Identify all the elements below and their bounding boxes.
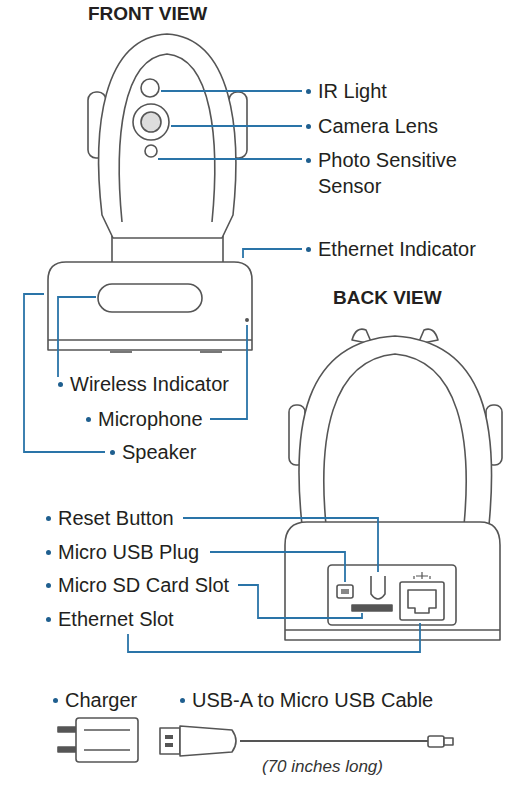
leader-line: [243, 249, 302, 258]
part-label: Photo Sensitive Sensor: [318, 147, 496, 199]
bullet-dot: [180, 698, 185, 703]
microphone-hole: [246, 319, 248, 321]
part-label: USB-A to Micro USB Cable: [192, 689, 433, 711]
plug-prong: [58, 727, 76, 732]
plug-prong: [58, 747, 76, 752]
micro-usb-body: [428, 736, 444, 747]
camera-head: [299, 336, 492, 525]
bullet-dot: [306, 158, 311, 163]
wireless-indicator-light: [98, 284, 202, 312]
label-text: BACK VIEW: [333, 287, 442, 308]
usb-a-body: [180, 726, 236, 756]
bullet-dot: [86, 417, 91, 422]
bullet-dot: [46, 583, 51, 588]
camera-head: [99, 34, 236, 238]
part-label: Wireless Indicator: [70, 373, 229, 395]
label-text: Photo Sensitive Sensor: [318, 149, 457, 197]
view-heading: FRONT VIEW: [88, 3, 207, 25]
foot: [200, 351, 222, 353]
label-text: USB-A to Micro USB Cable: [192, 689, 433, 711]
usb-a-plug: [160, 728, 180, 754]
charger-body: [76, 718, 138, 762]
bullet-dot: [110, 450, 115, 455]
ir-light: [141, 79, 159, 97]
sd-card-slot: [352, 605, 392, 611]
view-heading: BACK VIEW: [333, 287, 442, 309]
usb-contact: [341, 589, 349, 594]
label-text: Ethernet Indicator: [318, 238, 476, 260]
label-text: Camera Lens: [318, 115, 438, 137]
label-text: Micro USB Plug: [58, 541, 199, 563]
part-label: Microphone: [98, 408, 203, 430]
label-text: Reset Button: [58, 507, 174, 529]
part-label: Reset Button: [58, 507, 174, 529]
label-text: Wireless Indicator: [70, 373, 229, 395]
label-text: Charger: [65, 689, 137, 711]
back-panel: [324, 354, 466, 525]
part-label: Ethernet Slot: [58, 608, 174, 630]
label-text: IR Light: [318, 80, 387, 102]
charger-line: [84, 729, 130, 731]
ethernet-port: [400, 582, 444, 620]
cable-wire: [240, 740, 428, 742]
camera-base: [285, 522, 500, 640]
part-label: Micro USB Plug: [58, 541, 199, 563]
bullet-dot: [306, 124, 311, 129]
usb-a-contact: [165, 735, 173, 739]
bullet-dot: [46, 550, 51, 555]
photo-sensor: [145, 145, 157, 157]
foot: [110, 351, 132, 353]
base-band: [285, 629, 500, 631]
label-text: FRONT VIEW: [88, 3, 207, 24]
part-label: Micro SD Card Slot: [58, 574, 229, 596]
part-label: IR Light: [318, 80, 387, 102]
ethernet-socket: [408, 590, 436, 613]
leader-line: [58, 297, 96, 377]
base-band: [48, 339, 252, 341]
port-recess: [328, 565, 456, 625]
label-text: (70 inches long): [262, 757, 383, 776]
label-text: Microphone: [98, 408, 203, 430]
bullet-dot: [53, 698, 58, 703]
network-symbol: [414, 572, 430, 579]
part-label: Camera Lens: [318, 115, 438, 137]
leader-line: [171, 125, 302, 127]
label-text: Speaker: [122, 441, 197, 463]
face-panel: [119, 54, 214, 222]
part-label: Charger: [65, 689, 137, 711]
part-label: Ethernet Indicator: [318, 238, 476, 260]
micro-usb-tip: [444, 738, 453, 745]
bullet-dot: [46, 516, 51, 521]
camera-base: [48, 262, 252, 350]
camera-lens: [133, 104, 169, 140]
usb-a-contact: [165, 743, 173, 747]
charger-line: [84, 749, 130, 751]
leader-line: [158, 158, 302, 160]
leader-line: [161, 90, 302, 92]
bullet-dot: [306, 89, 311, 94]
leader-line: [210, 552, 345, 582]
leader-line: [183, 518, 378, 572]
label-text: Micro SD Card Slot: [58, 574, 229, 596]
dimension-note: (70 inches long): [262, 757, 383, 777]
lens-glass: [141, 112, 161, 132]
leader-line: [210, 325, 247, 419]
bullet-dot: [58, 382, 63, 387]
part-label: Speaker: [122, 441, 197, 463]
micro-usb-port: [337, 585, 353, 598]
label-text: Ethernet Slot: [58, 608, 174, 630]
leader-line: [238, 585, 362, 618]
bullet-dot: [306, 247, 311, 252]
bullet-dot: [46, 617, 51, 622]
reset-button: [371, 576, 385, 599]
